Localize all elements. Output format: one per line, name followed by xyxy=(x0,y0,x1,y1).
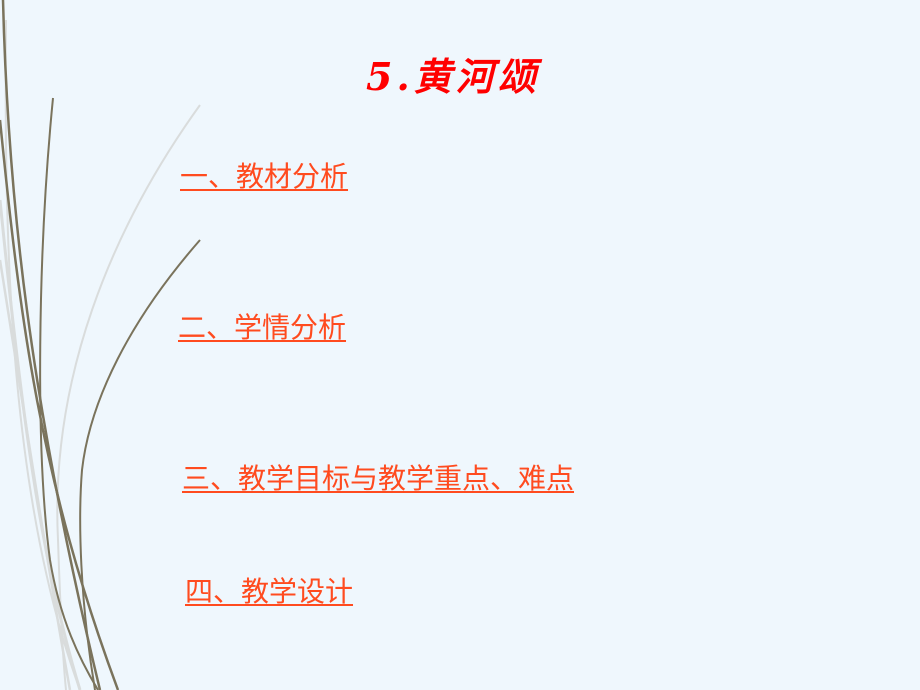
light-curve-3 xyxy=(0,259,72,690)
light-curve-1 xyxy=(4,19,81,690)
light-curve-4 xyxy=(56,104,201,690)
menu-link-teaching-objectives[interactable]: 三、教学目标与教学重点、难点 xyxy=(182,462,575,495)
menu-link-student-analysis[interactable]: 二、学情分析 xyxy=(178,311,347,344)
menu-link-teaching-design[interactable]: 四、教学设计 xyxy=(185,575,354,608)
dark-curve-1 xyxy=(1,0,102,690)
dark-curve-3 xyxy=(0,119,120,690)
slide-title: 5.黄河颂 xyxy=(366,54,540,99)
menu-link-textbook-analysis[interactable]: 一、教材分析 xyxy=(180,160,349,193)
dark-curve-2 xyxy=(39,97,99,690)
light-curve-2 xyxy=(0,199,82,690)
